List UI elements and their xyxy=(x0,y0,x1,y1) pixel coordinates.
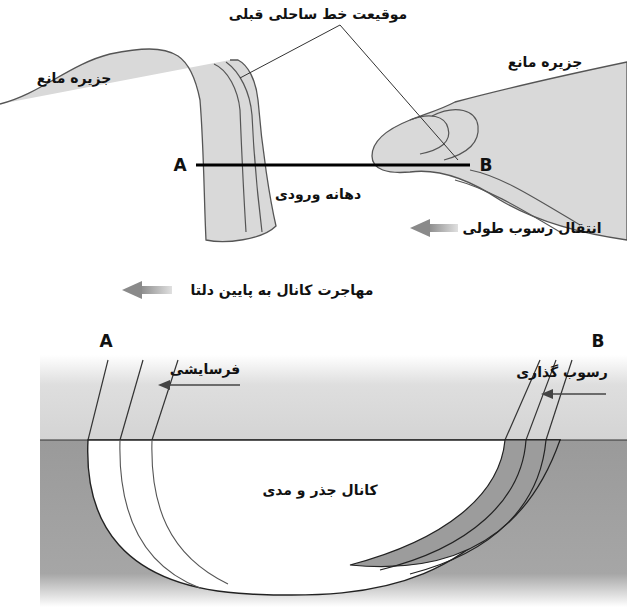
transport-label: انتقال رسوب طولی xyxy=(462,220,601,237)
migration-label: مهاجرت کانال به پایین دلتا xyxy=(191,282,374,299)
inlet-label: دهانه ورودی xyxy=(275,186,361,203)
erosion-label: فرسایشی xyxy=(170,361,241,378)
section-letter: B xyxy=(592,331,605,351)
shoreline-label: موقیعت خط ساحلی قبلی xyxy=(229,6,408,23)
deposition-label: رسوب گذاری xyxy=(516,364,607,381)
section-letter: A xyxy=(99,331,112,351)
channel-label: کانال جذر و مدی xyxy=(262,482,377,499)
island-label: جزیره مانع xyxy=(37,70,112,87)
island-label: جزیره مانع xyxy=(508,54,583,71)
section-letter: B xyxy=(480,155,493,175)
section-letter: A xyxy=(173,155,186,175)
